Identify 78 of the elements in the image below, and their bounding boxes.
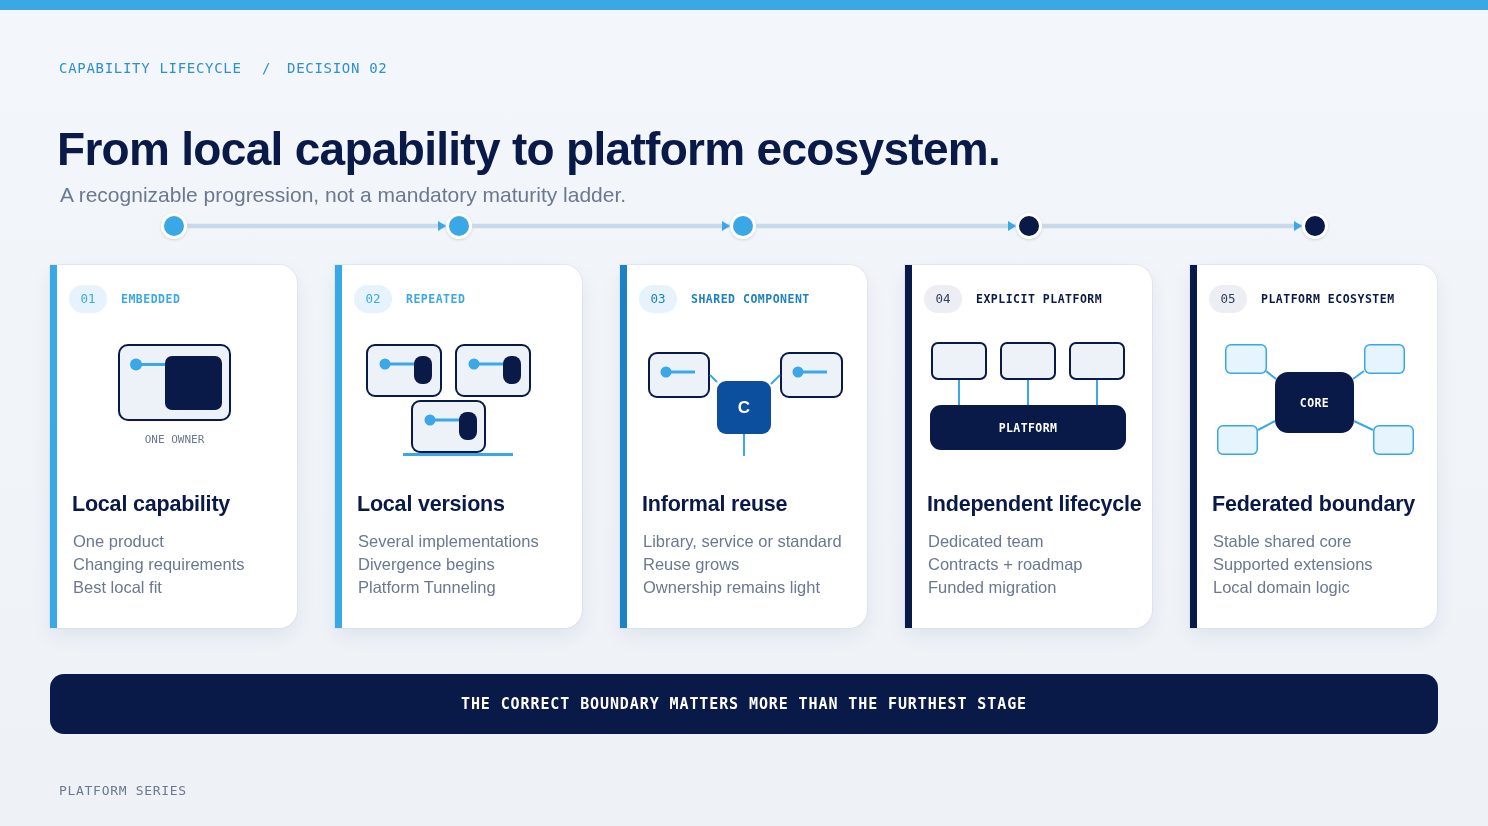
stage-title: Federated boundary xyxy=(1212,491,1416,518)
arrow xyxy=(472,221,730,231)
caption-text: ONE OWNER xyxy=(144,433,205,447)
stage-point: Reuse grows xyxy=(643,554,740,575)
stage-card xyxy=(905,265,1152,628)
connector-line xyxy=(1265,370,1277,380)
timeline-dot xyxy=(161,213,187,239)
extension-box xyxy=(1373,425,1414,455)
breadcrumb-text: CAPABILITY LIFECYCLE xyxy=(59,59,242,77)
stage-point: Best local fit xyxy=(73,577,162,598)
component-box xyxy=(780,352,843,398)
arrow xyxy=(756,221,1016,231)
stage-tag: EXPLICIT PLATFORM xyxy=(976,291,1103,307)
step-number-badge: 05 xyxy=(1209,285,1247,313)
page-title: From local capability to platform ecosystem. xyxy=(57,122,1001,177)
platform-bar: PLATFORM xyxy=(930,405,1126,450)
step-number-badge: 01 xyxy=(69,285,107,313)
core-box: CORE xyxy=(1275,372,1354,433)
stage-tag: REPEATED xyxy=(406,291,466,307)
stage-point: Supported extensions xyxy=(1213,554,1373,575)
stage-point: Divergence begins xyxy=(358,554,495,575)
component-box xyxy=(118,344,231,421)
connector-line xyxy=(1257,420,1276,431)
stage-title: Local capability xyxy=(72,491,231,518)
stage-tag: PLATFORM ECOSYSTEM xyxy=(1261,291,1395,307)
stage-card xyxy=(335,265,582,628)
component-box xyxy=(1000,342,1056,380)
stage-card xyxy=(620,265,867,628)
step-number-badge: 02 xyxy=(354,285,392,313)
component-box xyxy=(455,344,531,397)
stage-title: Independent lifecycle xyxy=(927,491,1142,518)
timeline-dot xyxy=(730,213,756,239)
shared-component-box: C xyxy=(717,381,771,434)
connector-line xyxy=(1027,379,1029,406)
connector-line xyxy=(1353,420,1374,431)
extension-box xyxy=(1364,344,1405,374)
component-box xyxy=(411,400,486,453)
message-banner: THE CORRECT BOUNDARY MATTERS MORE THAN THE FURTHEST STAGE xyxy=(50,674,1438,734)
connector-line xyxy=(770,374,781,385)
connector-line xyxy=(1096,379,1098,406)
stage-point: Library, service or standard xyxy=(643,531,842,552)
stage-point: Dedicated team xyxy=(928,531,1044,552)
step-number-badge: 03 xyxy=(639,285,677,313)
stage-point: Funded migration xyxy=(928,577,1057,598)
stage-point: Several implementations xyxy=(358,531,539,552)
stage-tag: EMBEDDED xyxy=(121,291,181,307)
stage-tag: SHARED COMPONENT xyxy=(691,291,810,307)
stage-title: Informal reuse xyxy=(642,491,788,518)
stage-title: Local versions xyxy=(357,491,505,518)
component-box xyxy=(648,352,710,398)
stage-card xyxy=(50,265,297,628)
arrow xyxy=(187,221,446,231)
component-box xyxy=(366,344,442,397)
extension-box xyxy=(1225,344,1267,374)
breadcrumb-separator: / xyxy=(262,59,272,77)
timeline-dot xyxy=(1302,213,1328,239)
step-number-badge: 04 xyxy=(924,285,962,313)
stage-card xyxy=(1190,265,1437,628)
connector-line xyxy=(1352,370,1365,380)
connector-line xyxy=(958,379,960,406)
subtitle: A recognizable progression, not a mandatory maturity ladder. xyxy=(60,182,627,208)
stage-point: Changing requirements xyxy=(73,554,245,575)
stage-point: Contracts + roadmap xyxy=(928,554,1083,575)
arrow xyxy=(1042,221,1302,231)
footer-text: PLATFORM SERIES xyxy=(59,783,187,799)
stage-point: One product xyxy=(73,531,164,552)
timeline-dot xyxy=(446,213,472,239)
component-box xyxy=(931,342,987,380)
connector-line xyxy=(743,433,745,457)
stage-point: Platform Tunneling xyxy=(358,577,496,598)
timeline-dot xyxy=(1016,213,1042,239)
connector-line xyxy=(709,374,718,383)
extension-box xyxy=(1217,425,1258,455)
component-box xyxy=(1069,342,1125,380)
stage-point: Local domain logic xyxy=(1213,577,1350,598)
breadcrumb-text: DECISION 02 xyxy=(287,59,388,77)
stage-point: Stable shared core xyxy=(1213,531,1352,552)
stage-point: Ownership remains light xyxy=(643,577,820,598)
